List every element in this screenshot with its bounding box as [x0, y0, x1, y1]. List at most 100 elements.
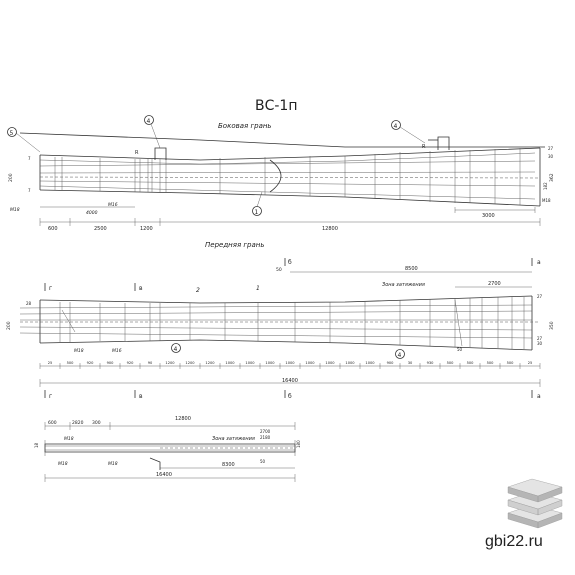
leader-5 [15, 132, 41, 153]
dim-12800: 12800 [322, 226, 338, 232]
leader-4b [399, 126, 426, 144]
front-rebar-4 [19, 326, 533, 331]
plan-lbl-50: 50 [260, 459, 266, 464]
mark-1: 1 [255, 209, 259, 216]
plan-lbl-m18c: М18 [108, 461, 118, 467]
front-mark-4b: 4 [398, 352, 402, 359]
lifting-loop-right [437, 136, 450, 150]
front-letter-g2: г [49, 393, 52, 400]
lbl-4000: 4000 [86, 210, 98, 216]
front-dim-value: 1000 [365, 361, 375, 365]
front-dim-value: 500 [67, 361, 75, 365]
side-stirrups [54, 148, 521, 205]
plan-ends [44, 440, 296, 456]
front-dim-value: 1200 [165, 361, 175, 365]
front-dim-value: 1000 [305, 361, 315, 365]
front-diag-right [454, 299, 463, 347]
plan-lbl-m18b: М18 [58, 461, 68, 467]
dim-2500: 2500 [94, 226, 107, 232]
front-dim-value: 1000 [245, 361, 255, 365]
front-letter-v2: в [139, 393, 143, 400]
lbl-30: 30 [548, 154, 554, 159]
front-lbl-50: 50 [276, 267, 282, 273]
front-dim-value: 1000 [345, 361, 355, 365]
front-upper-edge [39, 295, 533, 304]
lbl-r2: R [422, 144, 426, 150]
lbl-362: 362 [549, 173, 555, 182]
front-dim-value: 500 [507, 361, 515, 365]
front-mark-4a: 4 [174, 346, 178, 353]
plan-zone-label: Зона затяжения [212, 436, 255, 442]
logo-layer-top-side [507, 486, 563, 503]
front-lbl-50b: 50 [457, 347, 463, 352]
front-lbl-27: 27 [537, 294, 543, 299]
dim-600: 600 [48, 226, 58, 232]
lbl-27: 27 [548, 146, 554, 151]
side-rebar-1 [39, 152, 536, 165]
dim-1200: 1200 [140, 226, 153, 232]
site-url: gbi22.ru [485, 533, 543, 550]
lbl-m16: М16 [108, 202, 118, 208]
dim-line-3000 [454, 207, 536, 213]
front-lbl-27b: 27 [537, 336, 543, 341]
front-letter-g1: г [49, 285, 52, 292]
front-dim-value: 1200 [185, 361, 195, 365]
front-dim-value: 1000 [265, 361, 275, 365]
mark-circle-5 [7, 127, 17, 137]
plan-lbl-18: 18 [34, 442, 39, 448]
front-mark-circle-4a [171, 343, 181, 353]
side-axis [39, 176, 541, 179]
front-dim-total-line [39, 379, 541, 387]
logo-layer-middle-side [507, 499, 563, 516]
drawing-title: ВС-1п [255, 98, 298, 114]
plan-lbl-16400: 16400 [156, 472, 172, 478]
front-dim-value: 920 [87, 361, 95, 365]
front-dim-value: 500 [467, 361, 475, 365]
front-section-ticks-bottom [44, 390, 533, 398]
side-lower-edge [39, 189, 541, 207]
plan-lbl-2700: 2700 [260, 429, 271, 434]
front-lbl-2700: 2700 [488, 281, 501, 287]
site-logo [507, 478, 563, 529]
front-letter-b2: б [288, 393, 292, 400]
front-rebar-1 [19, 304, 533, 309]
side-dim-chain [39, 218, 541, 226]
mark-4b: 4 [394, 123, 398, 130]
front-dim-value: 500 [447, 361, 455, 365]
leader-4a [150, 123, 161, 149]
plan-dim-total-line [44, 474, 296, 482]
plan-lbl-600: 600 [48, 420, 57, 426]
lbl-7a: 7 [28, 156, 31, 161]
front-dim-value: 25 [48, 361, 53, 365]
side-view-caption: Боковая грань [218, 122, 272, 130]
mark-5: 5 [10, 130, 14, 137]
front-lbl-28: 28 [26, 301, 32, 306]
front-dim-value: 1000 [325, 361, 335, 365]
mark-4a: 4 [147, 118, 151, 125]
front-dim-value: 920 [127, 361, 135, 365]
leader-1 [256, 191, 263, 208]
front-dim-value: 90 [148, 361, 153, 365]
front-letter-b1: б [288, 259, 292, 266]
plan-lbl-2180: 2180 [260, 435, 271, 440]
front-stirrups [59, 297, 525, 349]
front-zone-label: Зона затяжения [382, 282, 425, 288]
dim-3000: 3000 [482, 213, 495, 219]
plan-lbl-300: 300 [92, 420, 101, 426]
lbl-r: R [135, 150, 139, 156]
front-dim-value: 900 [387, 361, 395, 365]
front-lbl-m18: М18 [74, 348, 84, 354]
front-lower-edge [39, 339, 533, 351]
side-rebar-3 [39, 171, 536, 174]
front-mark-2: 2 [196, 287, 200, 294]
front-dim-value: 900 [107, 361, 115, 365]
front-dim-value: 1000 [285, 361, 295, 365]
plan-lbl-m18a: М18 [64, 436, 74, 442]
front-dim-value: 500 [487, 361, 495, 365]
plan-lbl-2820: 2820 [72, 420, 84, 426]
front-section-ticks-top [44, 258, 533, 291]
front-lbl-350: 350 [549, 321, 555, 330]
side-top-outline [19, 132, 545, 148]
lifting-loop-left [154, 147, 167, 160]
